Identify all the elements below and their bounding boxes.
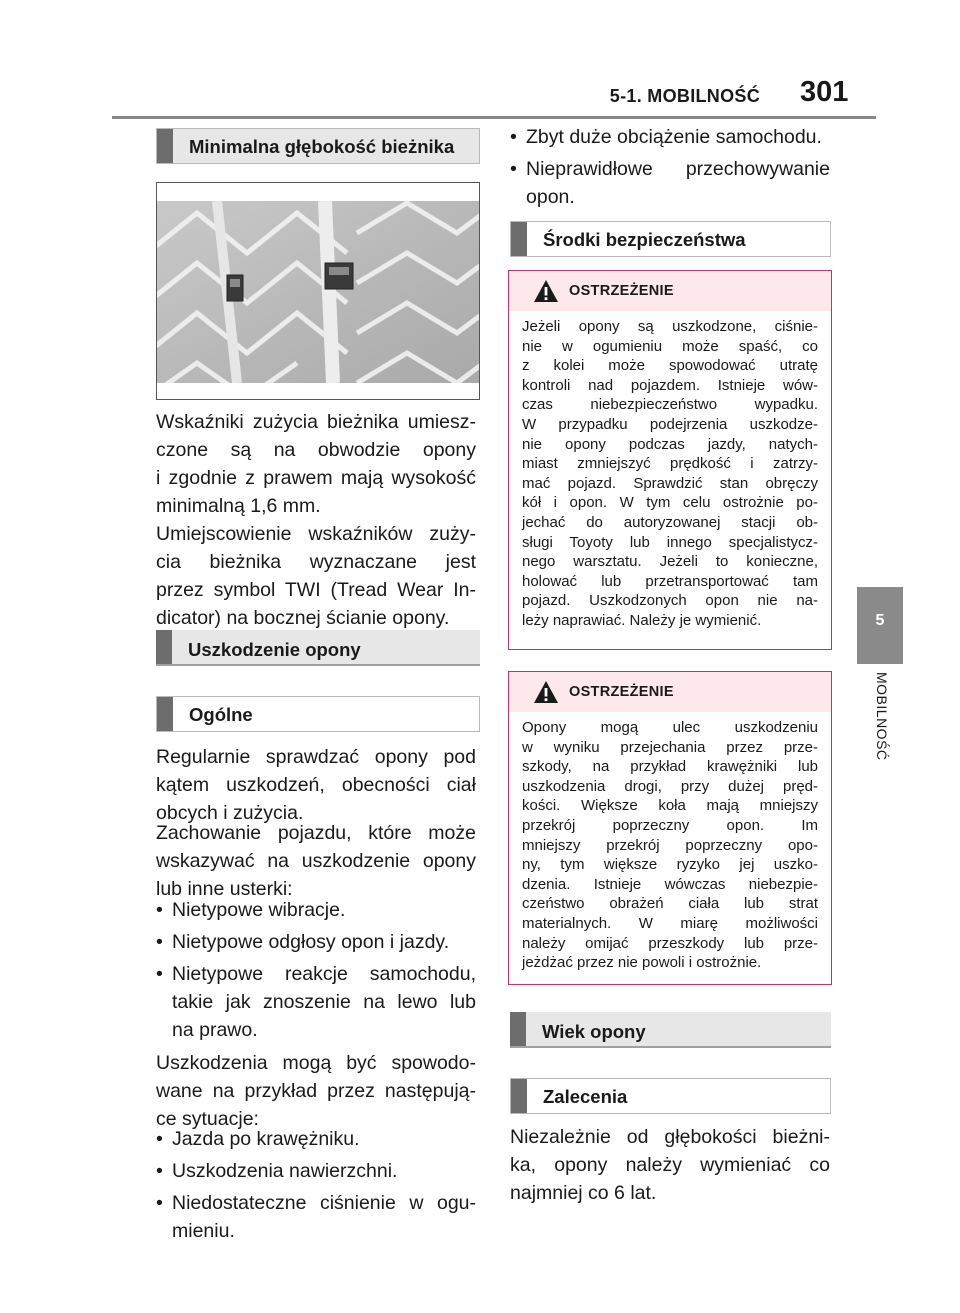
warning-header: [509, 271, 831, 311]
heading-bar: [511, 222, 527, 256]
warning-text: Jeżeli opony są uszkodzone, ciśnie- nie …: [522, 318, 818, 629]
list-item: • Nieprawidłowe przechowywanie opon.: [510, 158, 830, 208]
heading-min-tread-depth: Minimalna głębokość bieżnika: [156, 128, 480, 164]
paragraph-replace-interval: Niezależnie od głębokości bieżni-ka, opo…: [510, 1126, 830, 1204]
heading-text: Uszkodzenie opony: [188, 639, 361, 660]
list-item: •Nietypowe odgłosy opon i jazdy.: [156, 931, 450, 953]
warning-header: [509, 672, 831, 712]
section-title: 5-1. MOBILNOŚĆ: [609, 86, 760, 106]
paragraph-twi-location: Umiejscowienie wskaźników zuży-cia bieżn…: [156, 523, 476, 629]
tyre-tread-image: [145, 200, 499, 402]
heading-text: Wiek opony: [542, 1021, 646, 1042]
heading-bar: [511, 1079, 527, 1113]
list-item: •Uszkodzenia nawierzchni.: [156, 1160, 398, 1182]
list-item: •Zbyt duże obciążenie samochodu.: [510, 126, 822, 148]
chapter-tab-number: 5: [875, 612, 885, 629]
heading-bar: [157, 129, 173, 163]
header-rule: [112, 116, 876, 119]
warning-box-damaged-tyres: OSTRZEŻENIE Jeżeli opony są uszkodzone, …: [508, 270, 832, 650]
heading-tyre-damage: Uszkodzenie opony: [156, 630, 480, 666]
list-item: • Nietypowe reakcje samochodu,takie jak …: [156, 963, 476, 1041]
list-item: •Jazda po krawężniku.: [156, 1128, 360, 1150]
heading-bar: [510, 1012, 526, 1046]
heading-text: Ogólne: [189, 704, 253, 725]
tread-wear-illustration: [145, 182, 499, 402]
heading-text: Minimalna głębokość bieżnika: [189, 136, 455, 157]
paragraph-damage-causes: Uszkodzenia mogą być spowodo-wane na prz…: [156, 1052, 476, 1130]
heading-text: Zalecenia: [543, 1086, 628, 1107]
chapter-side-label: MOBILNOŚĆ: [874, 672, 890, 761]
list-item: • Niedostateczne ciśnienie w ogu- mieniu…: [156, 1192, 476, 1242]
heading-bar: [156, 630, 172, 664]
heading-general: Ogólne: [156, 696, 480, 732]
warning-title: OSTRZEŻENIE: [569, 283, 674, 299]
heading-text: Środki bezpieczeństwa: [543, 229, 746, 250]
heading-bar: [157, 697, 173, 731]
heading-recommendations: Zalecenia: [510, 1078, 831, 1114]
paragraph-tread-indicators: Wskaźniki zużycia bieżnika umiesz-czone …: [156, 411, 476, 517]
page-number: 301: [800, 76, 849, 108]
list-item: •Nietypowe wibracje.: [156, 899, 346, 921]
warning-triangle-icon: [534, 681, 558, 703]
warning-triangle-icon: [534, 280, 558, 302]
chapter-tab: [857, 587, 903, 664]
heading-tyre-age: Wiek opony: [510, 1012, 831, 1048]
warning-title: OSTRZEŻENIE: [569, 684, 674, 700]
warning-text: Opony mogą ulec uszkodzeniu w wyniku prz…: [522, 719, 818, 972]
heading-safety-measures: Środki bezpieczeństwa: [510, 221, 831, 257]
warning-box-obstacles: OSTRZEŻENIE Opony mogą ulec uszkodzeniu …: [508, 671, 832, 985]
